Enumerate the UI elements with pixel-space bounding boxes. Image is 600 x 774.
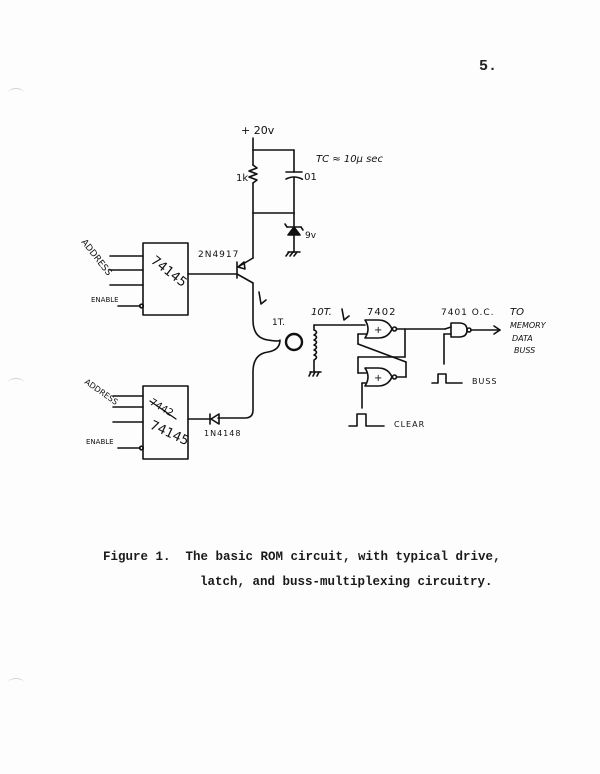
page-number: 5. [479, 58, 498, 75]
current-arrow-icon [341, 308, 350, 321]
gate-symbol: + [374, 373, 382, 384]
punch-hole-mark [8, 378, 24, 387]
diode-1n4148: 1N4148 [187, 413, 241, 438]
gate-symbol: + [374, 325, 382, 336]
output-dest-line1: TO [510, 307, 524, 318]
supply-rail: + 20v [241, 124, 295, 151]
figure-caption: Figure 1. The basic ROM circuit, with ty… [103, 545, 501, 595]
latch-7402: 7402 + + [357, 307, 446, 409]
clear-label: CLEAR [394, 420, 425, 429]
address-label: ADDRESS [79, 238, 114, 279]
transistor-label: 2N4917 [198, 250, 239, 260]
drive-line [217, 282, 281, 419]
capacitor-label: .01 [301, 172, 317, 183]
clear-pulse-icon: CLEAR [348, 413, 425, 429]
output-gate-label: 7401 O.C. [441, 308, 495, 318]
diode-label: 1N4148 [204, 429, 241, 438]
capacitor-01: .01 [285, 149, 317, 214]
zener-label: 9v [305, 231, 317, 241]
caption-line-1: Figure 1. The basic ROM circuit, with ty… [103, 550, 501, 564]
buss-label: BUSS [472, 377, 498, 386]
ground-symbol [285, 251, 301, 257]
decoder-top-74145: ADDRESS ENABLE 74145 [79, 238, 190, 316]
primary-turns-label: 1T. [272, 318, 285, 328]
enable-label: ENABLE [86, 438, 114, 446]
secondary-turns-label: 10T. [311, 307, 332, 318]
tc-note: TC ≈ 10μ sec [316, 154, 383, 165]
output-dest-line3: DATA [512, 334, 533, 343]
address-label: ADDRESS [83, 377, 120, 406]
current-arrow-icon [258, 291, 267, 305]
decoder-part-label: 74145 [147, 418, 191, 449]
output-dest-line2: MEMORY [510, 321, 547, 330]
decoder-part-label: 74145 [148, 253, 190, 290]
latch-label: 7402 [367, 307, 396, 318]
punch-hole-mark [8, 88, 24, 97]
decoder-bottom-74145: ADDRESS ENABLE 7442 74145 [83, 377, 191, 460]
punch-hole-mark [8, 678, 24, 687]
memory-core-icon [284, 332, 304, 352]
zener-diode-9v: 9v [252, 212, 317, 253]
output-gate-7401: 7401 O.C. TO MEMORY DATA BUSS [441, 307, 547, 365]
sense-winding-10t: 10T. [308, 307, 366, 377]
supply-label: + 20v [241, 124, 275, 137]
enable-label: ENABLE [91, 296, 119, 304]
caption-line-2: latch, and buss-multiplexing circuitry. [200, 575, 493, 589]
buss-pulse-icon: BUSS [431, 373, 498, 386]
output-dest-line4: BUSS [514, 346, 535, 355]
resistor-label: 1k [236, 173, 248, 184]
resistor-1k: 1k [236, 149, 258, 214]
transistor-2n4917: 2N4917 [187, 212, 254, 284]
